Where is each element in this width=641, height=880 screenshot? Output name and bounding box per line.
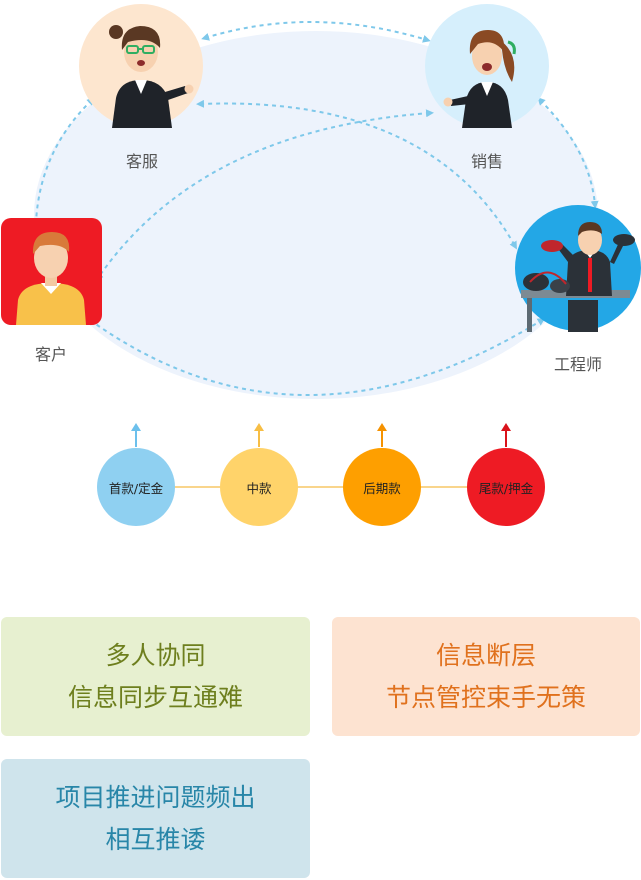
card-line-1: 多人协同	[105, 640, 206, 670]
role-label-sales: 销售	[470, 152, 503, 171]
problem-card-information: 信息断层 节点管控束手无策	[332, 617, 640, 736]
link-service-sales	[201, 21, 431, 43]
link-service-engineer	[196, 99, 517, 250]
role-label-customer: 客户	[34, 345, 67, 364]
card-line-1: 项目推进问题频出	[55, 782, 256, 812]
engineer-avatar	[515, 205, 641, 332]
problem-card-collaboration: 多人协同 信息同步互通难	[1, 617, 310, 736]
role-label-service: 客服	[125, 152, 158, 171]
card-line-1: 信息断层	[435, 640, 536, 670]
card-line-2: 相互推诿	[105, 824, 206, 854]
link-sales-engineer	[537, 97, 599, 209]
payment-step-final: 尾款/押金	[467, 448, 545, 526]
problem-card-progress: 项目推进问题频出 相互推诿	[1, 759, 310, 878]
card-line-2: 信息同步互通难	[67, 682, 243, 712]
role-label-engineer: 工程师	[553, 355, 602, 374]
sales-avatar	[425, 4, 549, 128]
payment-step-late: 后期款	[343, 448, 421, 526]
payment-step-middle: 中款	[220, 448, 298, 526]
connection-links	[32, 21, 599, 396]
link-customer-engineer	[86, 317, 546, 396]
timeline-arrows	[131, 423, 511, 447]
link-service-customer	[32, 97, 95, 226]
payment-step-deposit: 首款/定金	[97, 448, 175, 526]
service-avatar	[79, 4, 203, 128]
link-sales-customer	[95, 109, 434, 282]
card-line-2: 节点管控束手无策	[385, 682, 586, 712]
customer-avatar	[1, 218, 102, 325]
